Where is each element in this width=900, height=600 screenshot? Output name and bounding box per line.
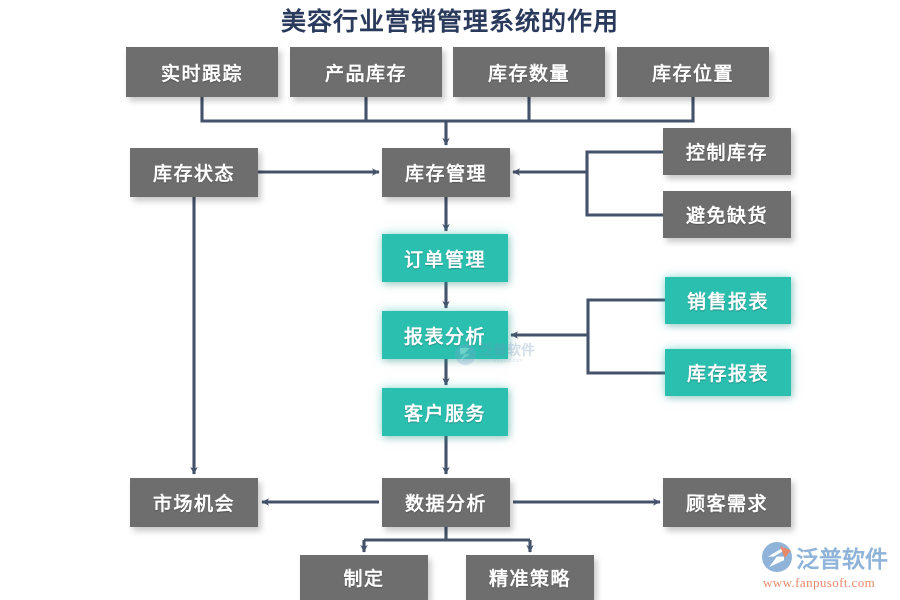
node-report-analysis[interactable]: 报表分析 (382, 311, 508, 359)
node-product-inventory[interactable]: 产品库存 (290, 47, 442, 97)
brand-url: www.fanpusoft.com (763, 575, 876, 590)
brand-logo: 泛普软件 www.fanpusoft.com (762, 540, 892, 592)
node-order-management[interactable]: 订单管理 (382, 234, 508, 282)
node-inventory-location[interactable]: 库存位置 (617, 47, 769, 97)
node-inventory-quantity[interactable]: 库存数量 (453, 47, 605, 97)
page-title: 美容行业营销管理系统的作用 (280, 9, 619, 36)
node-inventory-report[interactable]: 库存报表 (665, 349, 791, 396)
node-sales-report[interactable]: 销售报表 (665, 277, 791, 324)
wire-top-bus (200, 97, 695, 123)
watermark-url: www.fanpusoft.com (479, 357, 523, 364)
node-customer-demand[interactable]: 顾客需求 (663, 478, 791, 527)
node-inventory-management[interactable]: 库存管理 (382, 148, 510, 197)
node-market-opportunity[interactable]: 市场机会 (130, 478, 258, 527)
node-formulate[interactable]: 制定 (300, 555, 428, 600)
wire-right-bracket-top (585, 150, 663, 217)
node-customer-service[interactable]: 客户服务 (382, 388, 508, 436)
wire-report-bracket (586, 298, 665, 375)
node-real-time-tracking[interactable]: 实时跟踪 (126, 47, 278, 97)
brand-logo-icon (762, 542, 792, 572)
node-data-analysis[interactable]: 数据分析 (382, 478, 510, 527)
node-inventory-status[interactable]: 库存状态 (130, 148, 258, 197)
node-control-stock[interactable]: 控制库存 (663, 128, 791, 175)
brand-name: 泛普软件 (796, 547, 888, 572)
node-avoid-stockout[interactable]: 避免缺货 (663, 191, 791, 238)
wire-data-split-bus (364, 527, 530, 542)
node-precise-strategy[interactable]: 精准策略 (466, 555, 594, 600)
